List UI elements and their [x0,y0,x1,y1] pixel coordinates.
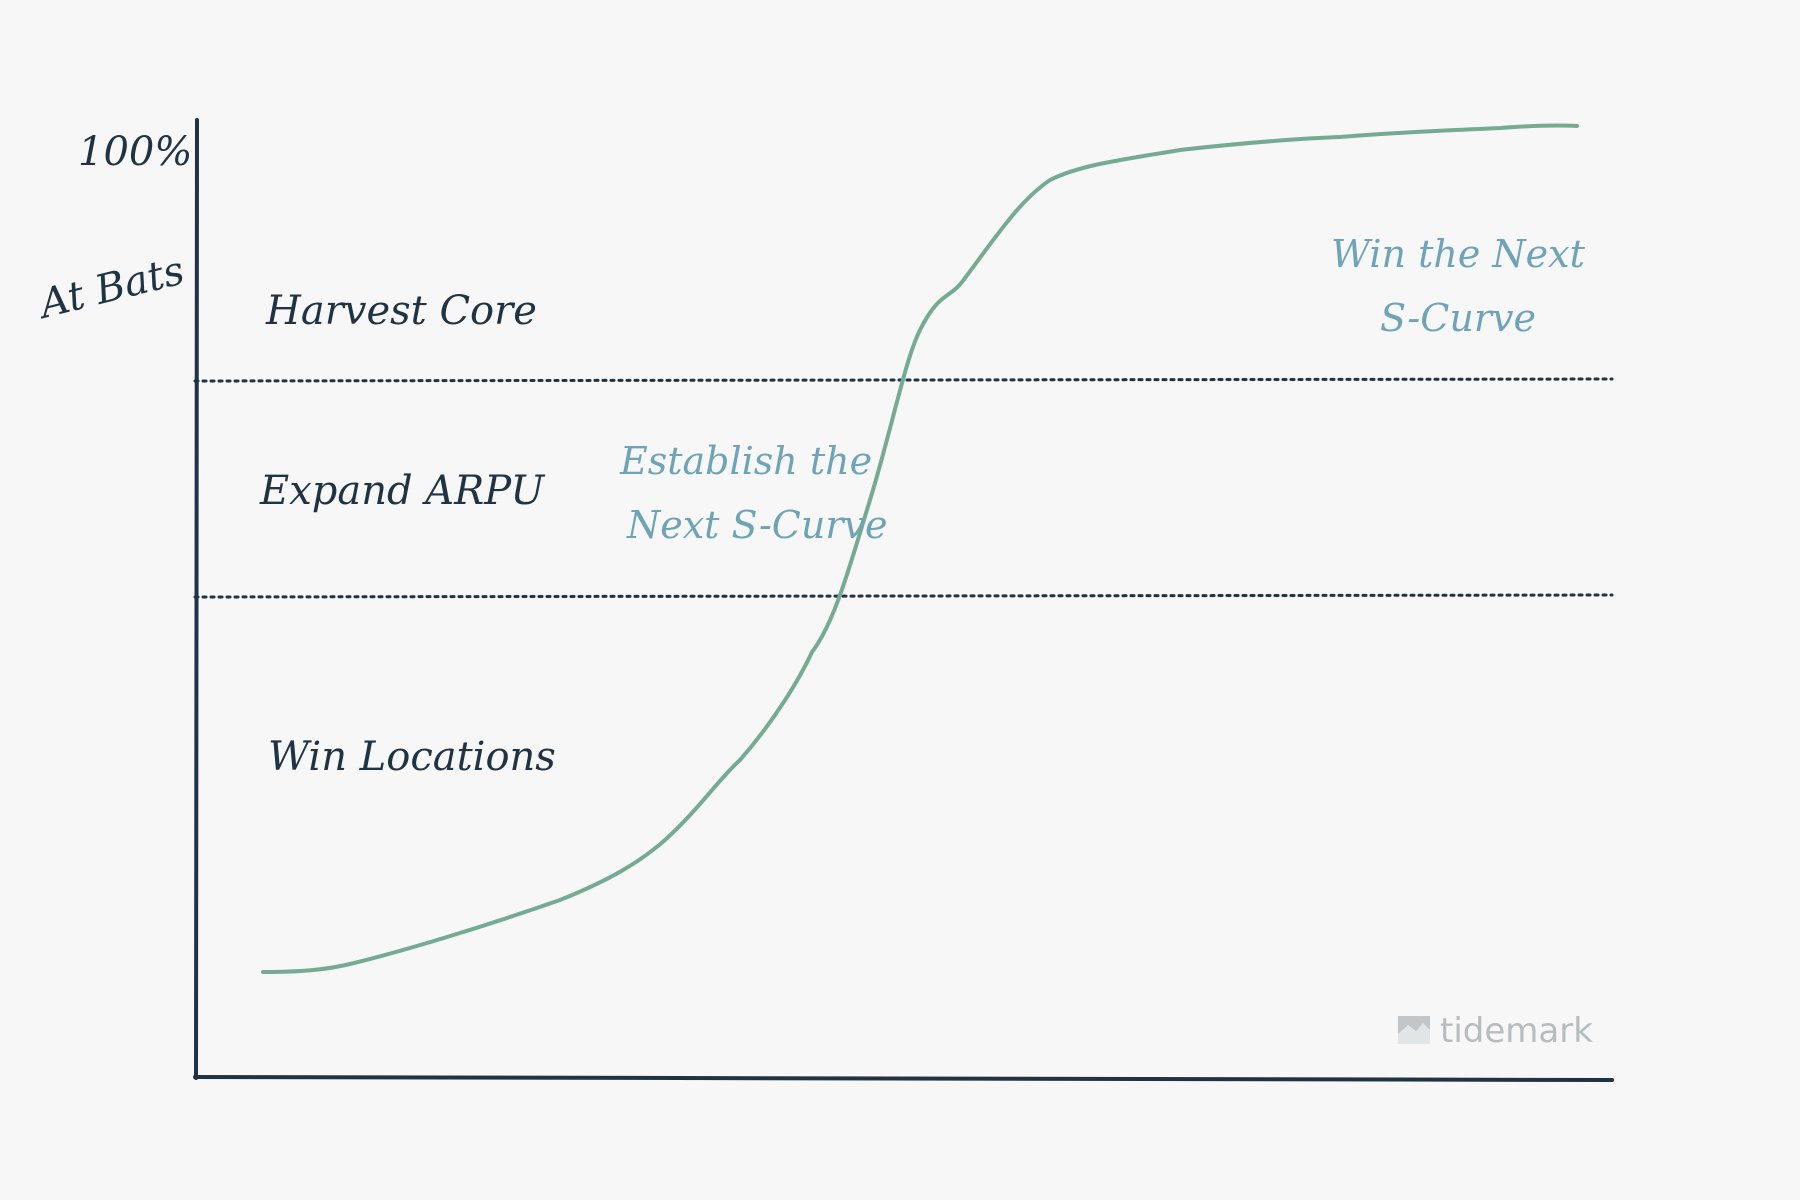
y-axis [194,118,199,1080]
tidemark-logo-icon [1398,1016,1430,1044]
x-axis [193,1075,1614,1082]
brand-logo: tidemark [1398,1011,1593,1051]
zone-label-harvest-core: Harvest Core [265,288,537,334]
annotation-win-next-line-1: Win the Next [1331,232,1586,276]
upper-zone-divider [193,377,1614,383]
zone-label-win-locations: Win Locations [268,734,556,780]
annotation-establish-line-2: Next S-Curve [626,503,887,547]
zone-label-expand-arpu: Expand ARPU [259,468,546,514]
brand-name: tidemark [1440,1011,1593,1051]
annotation-win-next-line-2: S-Curve [1380,296,1536,340]
y-axis-top-label: 100% [78,129,192,175]
annotation-establish-line-1: Establish the [619,439,872,483]
lower-zone-divider [193,593,1614,599]
s-curve [261,123,1579,974]
